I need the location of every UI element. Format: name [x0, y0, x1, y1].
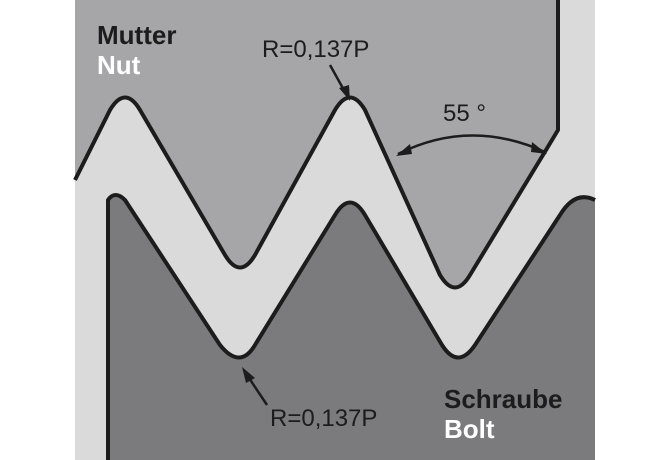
bolt-label-en: Bolt — [444, 414, 495, 444]
radius-top-label: R=0,137P — [262, 36, 369, 63]
bolt-body — [108, 195, 595, 460]
angle-arrowhead-left — [396, 144, 412, 156]
nut-outline — [73, 0, 560, 290]
nut-label-en: Nut — [97, 50, 141, 80]
radius-bottom-leader — [247, 377, 269, 406]
bolt-outline — [106, 193, 596, 460]
nut-body — [75, 0, 558, 288]
bolt-label-de: Schraube — [444, 384, 563, 414]
radius-bottom-label: R=0,137P — [270, 405, 377, 432]
radius-top-arrowhead — [339, 85, 350, 101]
angle-arrowhead-right — [531, 142, 547, 154]
nut-label-de: Mutter — [97, 20, 176, 50]
angle-arc — [397, 134, 546, 156]
radius-bottom-arrowhead — [242, 367, 255, 383]
angle-label: 55 ° — [443, 100, 486, 127]
